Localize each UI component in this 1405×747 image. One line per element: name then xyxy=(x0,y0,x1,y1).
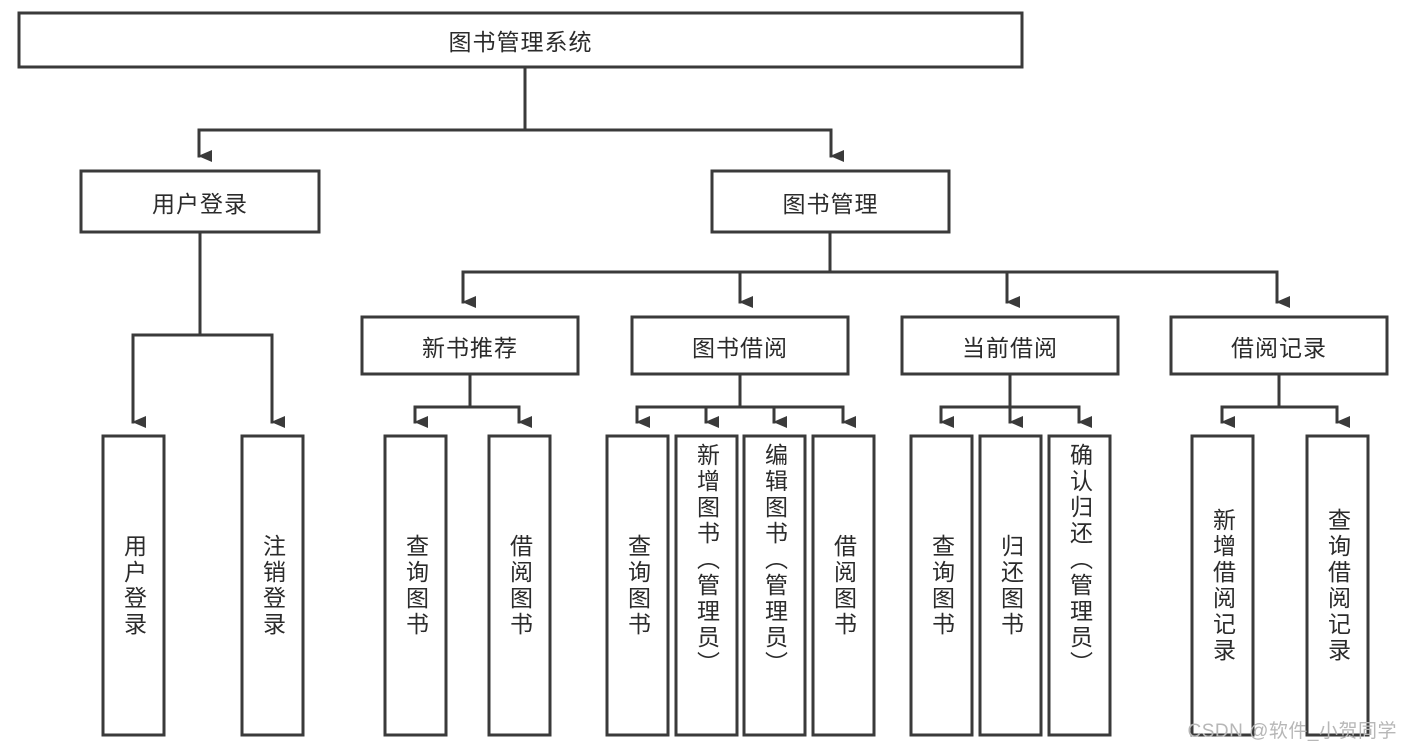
node-box-current-borrow[interactable] xyxy=(900,315,1120,376)
node-box-leaf-user-login[interactable] xyxy=(101,434,166,737)
node-box-book-management[interactable] xyxy=(710,169,951,234)
node-box-leaf-logout-login[interactable] xyxy=(240,434,305,737)
node-box-leaf-add-book[interactable] xyxy=(674,434,739,737)
node-box-leaf-confirm-return[interactable] xyxy=(1047,434,1112,737)
node-box-leaf-query-book-3[interactable] xyxy=(909,434,974,737)
node-box-borrow-record[interactable] xyxy=(1169,315,1389,376)
node-box-leaf-query-book-2[interactable] xyxy=(605,434,670,737)
node-box-book-borrow[interactable] xyxy=(630,315,850,376)
node-box-leaf-query-record[interactable] xyxy=(1305,434,1370,737)
node-box-leaf-borrow-book-2[interactable] xyxy=(811,434,876,737)
node-box-leaf-edit-book[interactable] xyxy=(742,434,807,737)
node-box-user-login[interactable] xyxy=(79,169,321,234)
node-box-leaf-query-book-1[interactable] xyxy=(383,434,448,737)
node-box-leaf-borrow-book-1[interactable] xyxy=(487,434,552,737)
node-box-leaf-add-record[interactable] xyxy=(1190,434,1255,737)
node-box-new-book-recommend[interactable] xyxy=(360,315,580,376)
node-box-leaf-return-book[interactable] xyxy=(978,434,1043,737)
node-box-root[interactable] xyxy=(17,11,1024,69)
